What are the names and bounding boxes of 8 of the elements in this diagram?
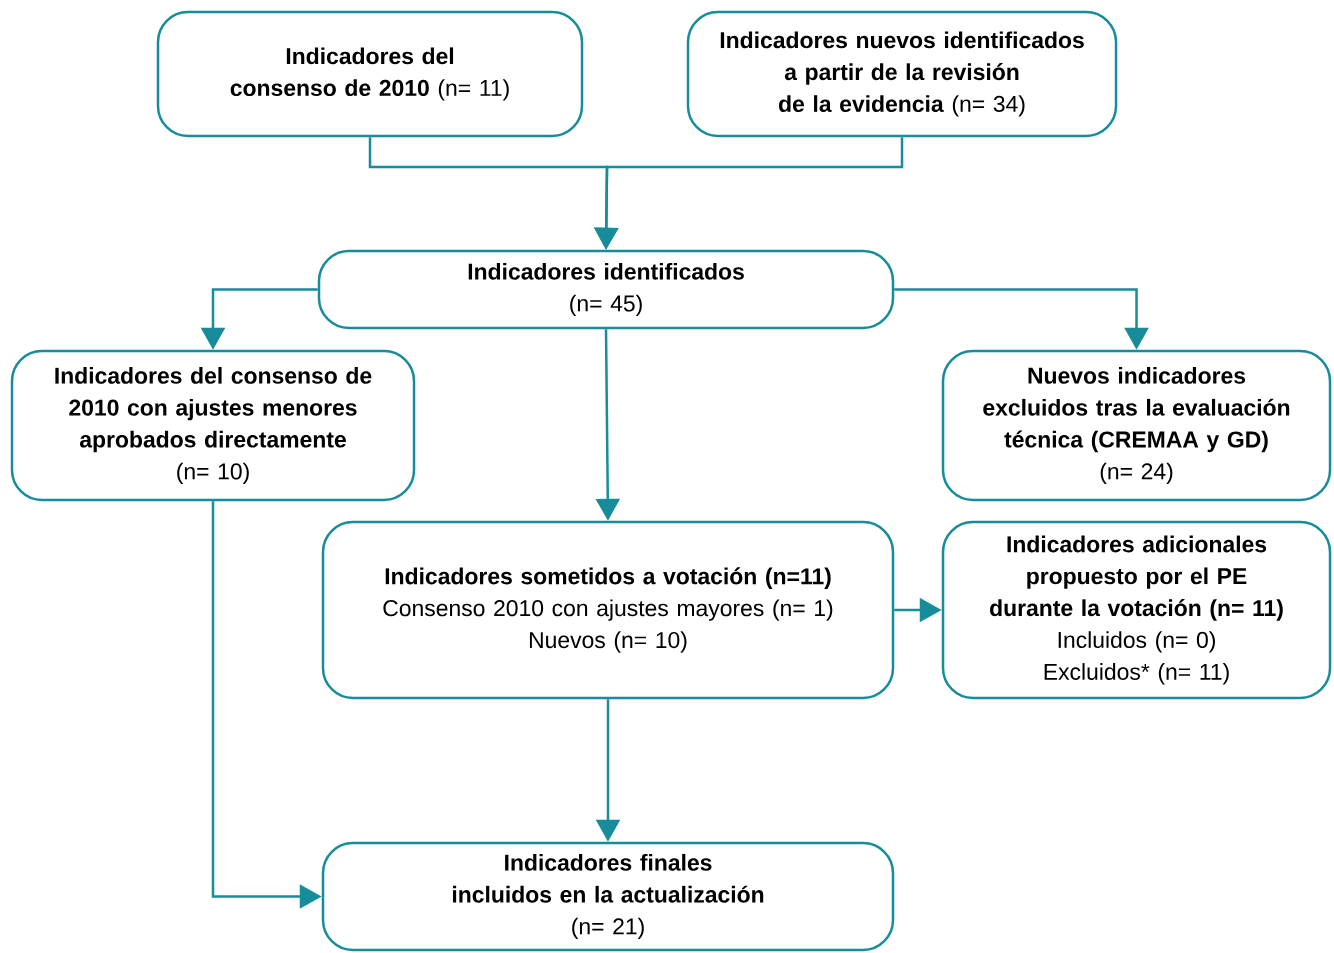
process-box: Indicadores adicionales propuesto por el PE durante la votación (n= 11) Incluidos (n= 0) Excluidos* (n= 11) (941, 520, 1332, 700)
process-box: Indicadores nuevos identificados a partir de la revisión de la evidencia (n= 34) (686, 10, 1118, 138)
process-box: Indicadores finales incluidos en la actualización (n= 21) (321, 841, 895, 952)
process-box: Indicadores sometidos a votación (n=11) Consenso 2010 con ajustes mayores (n= 1) Nuevos (n= 10) (321, 520, 895, 700)
process-box: Nuevos indicadores excluidos tras la evaluación técnica (CREMAA y GD) (n= 24) (941, 349, 1332, 502)
process-box: Indicadores del consenso de 2010 con ajustes menores aprobados directamente (n= 10) (10, 349, 416, 502)
process-box: Indicadores del consenso de 2010 (n= 11) (156, 10, 584, 138)
process-box: Indicadores identificados (n= 45) (317, 249, 895, 330)
